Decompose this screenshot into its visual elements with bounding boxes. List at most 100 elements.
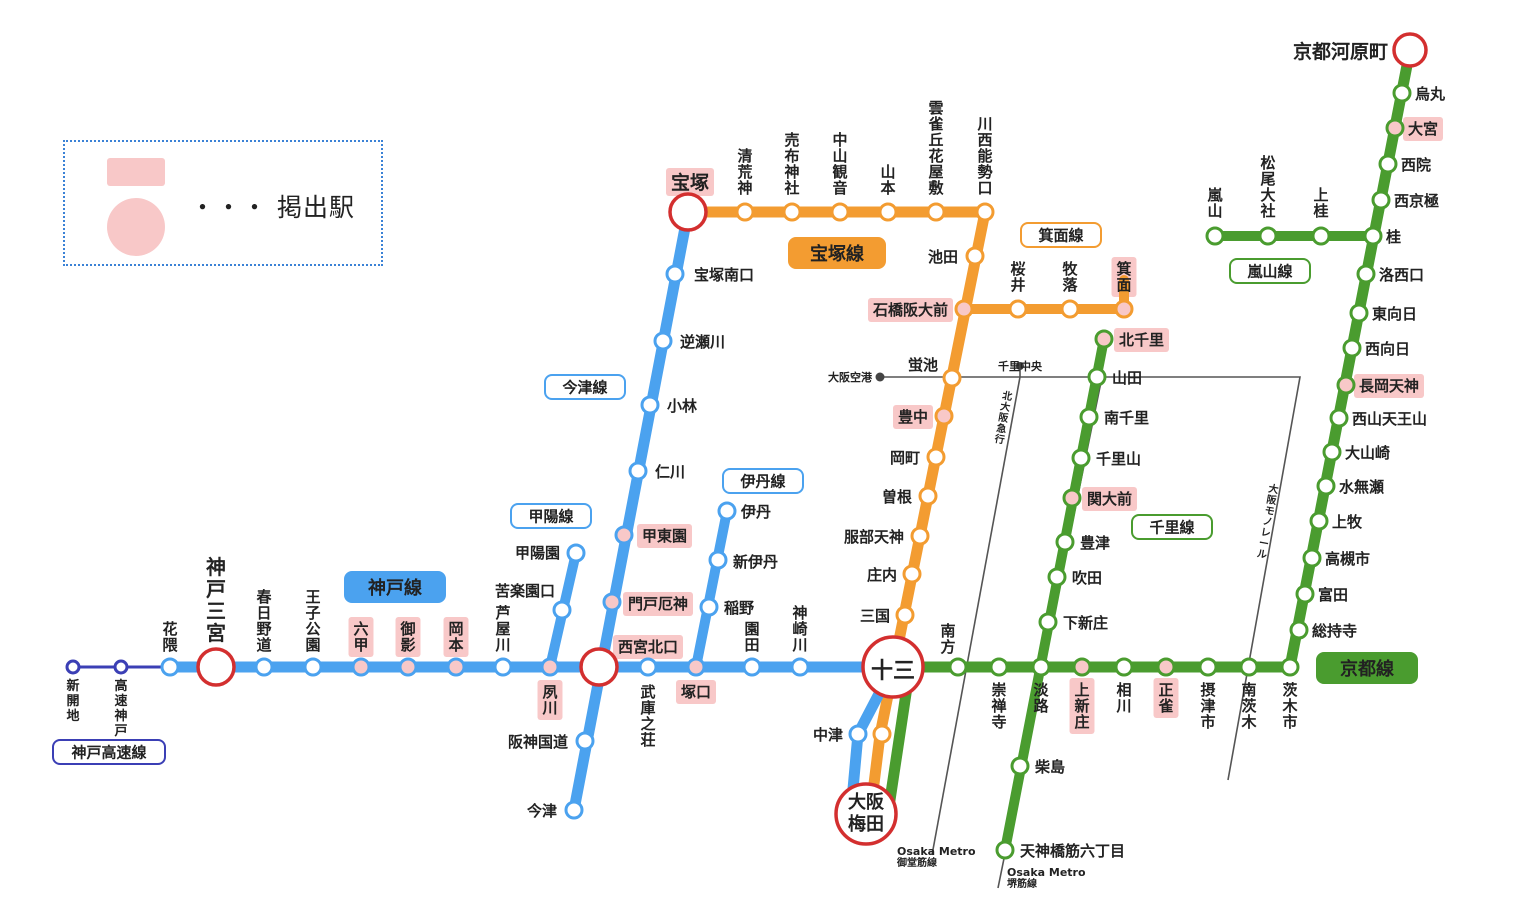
station-57127530[interactable] <box>742 657 762 677</box>
station-59275c715d0e[interactable] <box>1322 442 1342 462</box>
imazu-line <box>568 206 694 816</box>
station-5ca1672c[interactable] <box>446 657 466 677</box>
terminal-53414e09[interactable] <box>861 635 925 699</box>
station-685c4e95[interactable] <box>1008 299 1028 319</box>
station-5e845185[interactable] <box>902 564 922 584</box>
terminal-795e62384e095bae[interactable] <box>196 647 236 687</box>
station-59195ddd[interactable] <box>540 657 560 677</box>
label-86cd6c60: 蛍池 <box>908 356 938 374</box>
station-5c0f6797[interactable] <box>640 395 660 415</box>
station-897f4eac6975[interactable] <box>1371 190 1391 210</box>
station-5357534391cc[interactable] <box>1079 407 1099 427</box>
station-96f296c04e1882b15c4b6577[interactable] <box>926 202 946 222</box>
station-962a795e56fd9053[interactable] <box>575 731 595 751</box>
station-4e2d6d25[interactable] <box>872 724 892 744</box>
station-516d7532[interactable] <box>351 657 371 677</box>
station-8c4a6d25[interactable] <box>1055 532 1075 552</box>
station-95a25927524d[interactable] <box>1062 488 1082 508</box>
station-7532967d5712[interactable] <box>566 543 586 563</box>
station-670d90e85929795e[interactable] <box>910 526 930 546</box>
station-4ec15ddd[interactable] <box>628 461 648 481</box>
station-832867285e02[interactable] <box>1280 657 1300 677</box>
station-7dcf63015bfa[interactable] <box>1289 620 1309 640</box>
station-95775ca15929795e[interactable] <box>1336 375 1356 395</box>
station-677e5c3e5927793e[interactable] <box>1258 226 1278 246</box>
station-4e0956fd[interactable] <box>895 605 915 625</box>
label-4e2d5c7189b397f3: 中山観音 <box>832 131 847 197</box>
station-585a53e3[interactable] <box>686 657 706 677</box>
label-7b959762: 箕面 <box>1115 260 1131 294</box>
station-6b665eab4e4b8358[interactable] <box>638 657 658 677</box>
station-9ad869fb5e02[interactable] <box>1302 548 1322 568</box>
label-958062385384795e: 門戸厄神 <box>628 595 688 613</box>
station-64426d255e02[interactable] <box>1198 657 1218 677</box>
station-738b5b50516c5712[interactable] <box>303 657 323 677</box>
station-6b6396c0[interactable] <box>1156 657 1176 677</box>
station-5ca1753a[interactable] <box>926 447 946 467</box>
station-9006702c5ddd[interactable] <box>653 331 673 351</box>
station-897f5c715929738b5c71[interactable] <box>1329 408 1349 428</box>
station-77f36a4b962a5927524d[interactable] <box>954 299 974 319</box>
station-4e2d6d25[interactable] <box>848 724 868 744</box>
terminal-897f5bae531753e3[interactable] <box>579 647 619 687</box>
station-535783286728[interactable] <box>1239 657 1259 677</box>
station-958062385384795e[interactable] <box>602 592 622 612</box>
station-6e058352795e[interactable] <box>735 202 755 222</box>
station-54397530[interactable] <box>1047 567 1067 587</box>
station-5ddd897f80fd52e253e3[interactable] <box>975 202 995 222</box>
station-4f0a4e39[interactable] <box>717 501 737 521</box>
station-4e0a6842[interactable] <box>1311 226 1331 246</box>
station-534391cc5c71[interactable] <box>1071 448 1091 468</box>
station-82b19688[interactable] <box>160 657 180 677</box>
station-6842[interactable] <box>1363 226 1383 246</box>
station-4e0a7267[interactable] <box>1309 511 1329 531</box>
station-4eca6d25[interactable] <box>564 800 584 820</box>
station-753267715712[interactable] <box>614 525 634 545</box>
station-535765b9[interactable] <box>948 657 968 677</box>
station-5c717530[interactable] <box>1087 367 1107 387</box>
station-67f45cf6[interactable] <box>1010 756 1030 776</box>
terminal-5b9d585a[interactable] <box>668 192 708 232</box>
station-7267843d[interactable] <box>1060 299 1080 319</box>
minoo-line <box>961 275 1129 314</box>
station-4e0b65b05e84[interactable] <box>1038 612 1058 632</box>
terminal-4eac90fd6cb3539f753a[interactable] <box>1392 32 1428 68</box>
station-5b9d585a535753e3[interactable] <box>665 264 685 284</box>
station-5c71672c[interactable] <box>878 202 898 222</box>
station-5d0779855bfa[interactable] <box>989 657 1009 677</box>
label-5bcc7530: 富田 <box>1318 586 1348 604</box>
station-9ad8901f795e6238[interactable] <box>113 659 129 675</box>
station-5bcc7530[interactable] <box>1295 584 1315 604</box>
station-65b0958b5730[interactable] <box>65 659 81 675</box>
station-6de18def[interactable] <box>1031 657 1051 677</box>
station-6c347121702c[interactable] <box>1316 476 1336 496</box>
station-82e6697d571253e3[interactable] <box>552 600 572 620</box>
station-76f85ddd[interactable] <box>1114 657 1134 677</box>
terminal-5927962a68857530[interactable] <box>834 782 898 846</box>
station-7b959762[interactable] <box>1114 299 1134 319</box>
station-5317534391cc[interactable] <box>1094 329 1114 349</box>
station-662565e591ce9053[interactable] <box>254 657 274 677</box>
station-5d505c71[interactable] <box>1205 226 1225 246</box>
station-897f541165e5[interactable] <box>1342 338 1362 358</box>
station-6771541165e5[interactable] <box>1349 303 1369 323</box>
station-4e0a65b05e84[interactable] <box>1072 657 1092 677</box>
station-6c607530[interactable] <box>965 246 985 266</box>
station-58f25e03795e793e[interactable] <box>782 202 802 222</box>
station-6d1b897f53e3[interactable] <box>1356 264 1376 284</box>
station-82a65c4b5ddd[interactable] <box>493 657 513 677</box>
itami-line <box>691 506 732 672</box>
station-66fd6839[interactable] <box>918 486 938 506</box>
station-70cf4e38[interactable] <box>1392 83 1412 103</box>
station-65b04f0a4e39[interactable] <box>708 550 728 570</box>
station-897f9662[interactable] <box>1378 154 1398 174</box>
station-7a3291ce[interactable] <box>699 597 719 617</box>
label-67f45cf6: 柴島 <box>1034 758 1065 776</box>
station-8c4a4e2d[interactable] <box>934 406 954 426</box>
station-86cd6c60[interactable] <box>942 368 962 388</box>
station-59275bae[interactable] <box>1385 118 1405 138</box>
station-4e2d5c7189b397f3[interactable] <box>830 202 850 222</box>
station-5929795e6a4b7b4b516d4e0176ee[interactable] <box>995 840 1015 860</box>
station-795e5d0e5ddd[interactable] <box>790 657 810 677</box>
station-5fa15f71[interactable] <box>398 657 418 677</box>
